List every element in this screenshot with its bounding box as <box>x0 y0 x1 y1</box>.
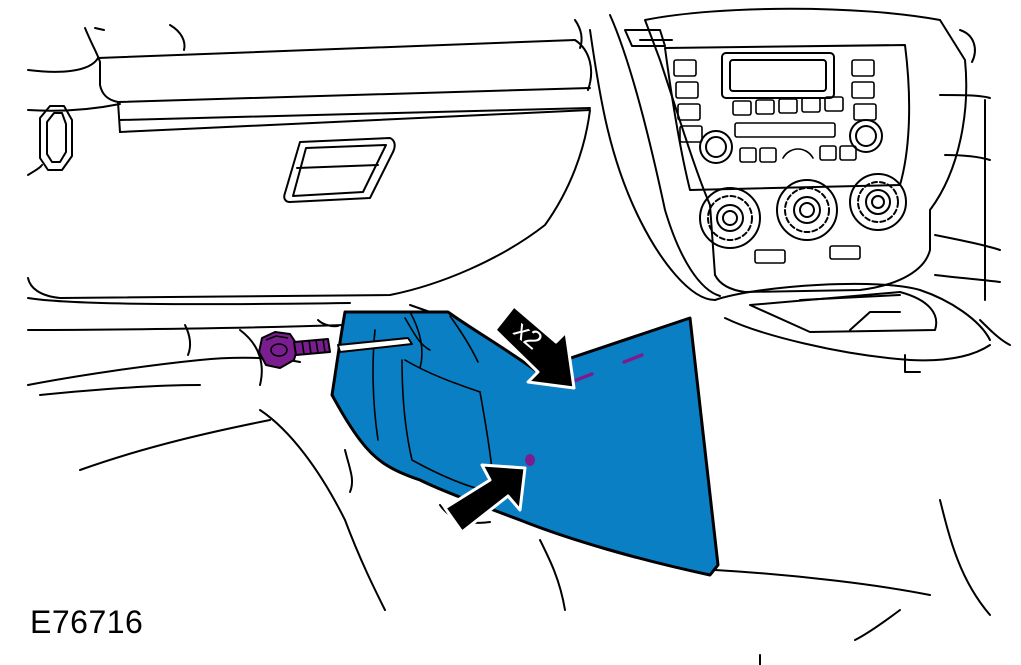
screw-icon <box>258 331 413 369</box>
glovebox-area <box>27 19 593 306</box>
radio-buttons <box>673 59 877 163</box>
arrow-icon-lower <box>443 463 527 534</box>
arrow-icon: x2 <box>493 304 576 390</box>
panel-fastener-marks <box>525 353 644 466</box>
climate-knobs <box>699 173 907 249</box>
center-console <box>589 7 1001 373</box>
figure-reference-code: E76716 <box>30 604 144 640</box>
